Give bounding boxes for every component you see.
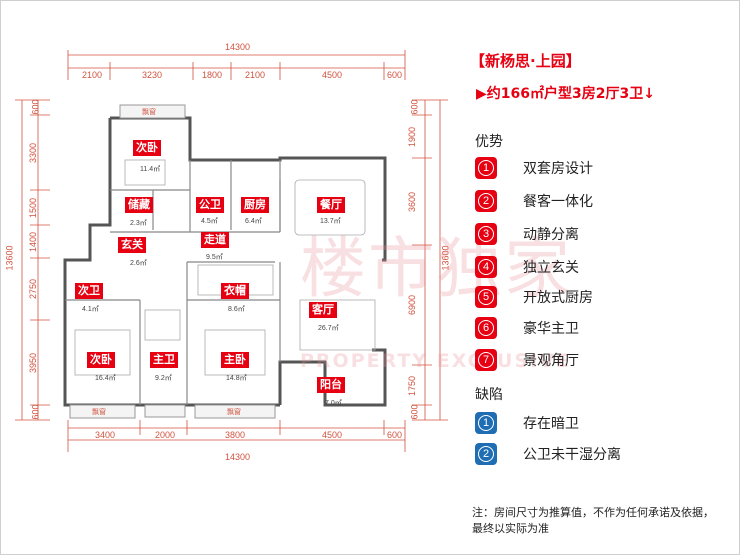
dim-bottom-1: 3400 xyxy=(95,430,116,440)
room-area: 9.5㎡ xyxy=(206,254,223,261)
pro-item: 6 豪华主卫 xyxy=(475,317,579,339)
room-label: 客厅 xyxy=(309,302,337,318)
room-area: 2.3㎡ xyxy=(130,220,147,227)
pro-item: 4 独立玄关 xyxy=(475,256,579,278)
room-label: 餐厅 xyxy=(317,197,345,213)
con-item: 1 存在暗卫 xyxy=(475,412,579,434)
dim-right-1: 600 xyxy=(409,99,420,115)
number-badge: 6 xyxy=(475,317,497,339)
pro-item-label: 餐客一体化 xyxy=(523,194,593,210)
pro-item: 1 双套房设计 xyxy=(475,157,593,179)
room-area: 9.2㎡ xyxy=(155,375,172,382)
pro-item: 2 餐客一体化 xyxy=(475,190,593,212)
room-label: 公卫 xyxy=(196,197,224,213)
dim-top-4: 2100 xyxy=(245,70,266,80)
room-area: 26.7㎡ xyxy=(318,325,339,332)
con-item: 2 公卫未干湿分离 xyxy=(475,443,621,465)
disclaimer-note: 注：房间尺寸为推算值，不作为任何承诺及依据，最终以实际为准 xyxy=(472,506,714,535)
dim-total-height-left: 13600 xyxy=(4,245,15,271)
dim-top-3: 1800 xyxy=(202,70,223,80)
dim-right-2: 1900 xyxy=(407,126,418,148)
dim-bottom-4: 4500 xyxy=(322,430,343,440)
dim-bottom-3: 3800 xyxy=(225,430,246,440)
room-area: 14.8㎡ xyxy=(226,375,247,382)
pro-item: 7 景观角厅 xyxy=(475,349,579,371)
room-area: 7.0㎡ xyxy=(325,400,342,407)
dim-left-6: 3950 xyxy=(28,352,39,374)
room-area: 6.4㎡ xyxy=(245,218,262,225)
dim-left-2: 3300 xyxy=(28,142,39,164)
number-badge: 1 xyxy=(475,412,497,434)
room-label: 厨房 xyxy=(241,197,269,213)
room-area: 8.6㎡ xyxy=(228,306,245,313)
dim-total-width-bottom: 14300 xyxy=(225,452,251,462)
dim-right-5: 1750 xyxy=(407,375,418,397)
dim-left-1: 600 xyxy=(30,99,41,115)
bay-window-label: 飘窗 xyxy=(142,108,156,116)
dim-left-7: 600 xyxy=(30,404,41,420)
bay-window-label: 飘窗 xyxy=(227,408,241,416)
dim-bottom-2: 2000 xyxy=(155,430,176,440)
dim-left-5: 2750 xyxy=(28,278,39,300)
room-label: 次卧 xyxy=(87,352,115,368)
room-area: 2.6㎡ xyxy=(130,260,147,267)
dim-top-1: 2100 xyxy=(82,70,103,80)
pro-item-label: 豪华主卫 xyxy=(523,321,579,337)
room-area: 4.1㎡ xyxy=(82,306,99,313)
room-label: 次卫 xyxy=(75,283,103,299)
dim-bottom-5: 600 xyxy=(387,430,403,440)
room-label: 次卧 xyxy=(133,140,161,156)
room-label: 主卧 xyxy=(221,352,249,368)
dim-top-2: 3230 xyxy=(142,70,163,80)
number-badge: 5 xyxy=(475,286,497,308)
dim-right-6: 600 xyxy=(409,404,420,420)
room-label: 走道 xyxy=(201,232,229,248)
room-label: 玄关 xyxy=(118,237,146,253)
pro-item-label: 景观角厅 xyxy=(523,353,579,369)
number-badge: 3 xyxy=(475,223,497,245)
number-badge: 1 xyxy=(475,157,497,179)
pro-item-label: 独立玄关 xyxy=(523,260,579,276)
dim-left-3: 1500 xyxy=(28,197,39,219)
pro-item: 3 动静分离 xyxy=(475,223,579,245)
pro-item-label: 动静分离 xyxy=(523,227,579,243)
pros-heading: 优势 xyxy=(475,134,503,150)
bay-window-label: 飘窗 xyxy=(92,408,106,416)
number-badge: 2 xyxy=(475,443,497,465)
cons-heading: 缺陷 xyxy=(475,387,503,403)
con-item-label: 公卫未干湿分离 xyxy=(523,447,621,463)
room-area: 13.7㎡ xyxy=(320,218,341,225)
dim-top-5: 4500 xyxy=(322,70,343,80)
dim-total-width-top: 14300 xyxy=(225,42,251,52)
room-label: 主卫 xyxy=(150,352,178,368)
dim-top-6: 600 xyxy=(387,70,403,80)
con-item-label: 存在暗卫 xyxy=(523,416,579,432)
watermark-text: 楼市独家 xyxy=(300,230,572,307)
watermark-english: PROPERTY EXCLUSIVE xyxy=(300,350,571,372)
room-label: 阳台 xyxy=(317,377,345,393)
number-badge: 4 xyxy=(475,256,497,278)
pro-item-label: 开放式厨房 xyxy=(523,290,593,306)
pro-item-label: 双套房设计 xyxy=(523,161,593,177)
number-badge: 2 xyxy=(475,190,497,212)
pro-item: 5 开放式厨房 xyxy=(475,286,593,308)
dim-right-3: 3600 xyxy=(407,191,418,213)
unit-subtitle: ▶约166㎡户型3房2厅3卫↓ xyxy=(476,86,655,102)
room-label: 衣帽 xyxy=(221,283,249,299)
room-area: 11.4㎡ xyxy=(140,166,161,173)
room-area: 16.4㎡ xyxy=(95,375,116,382)
number-badge: 7 xyxy=(475,349,497,371)
project-title: 【新杨思·上园】 xyxy=(470,52,581,70)
dim-left-4: 1400 xyxy=(28,231,39,253)
room-label: 储藏 xyxy=(125,197,153,213)
room-area: 4.5㎡ xyxy=(201,218,218,225)
